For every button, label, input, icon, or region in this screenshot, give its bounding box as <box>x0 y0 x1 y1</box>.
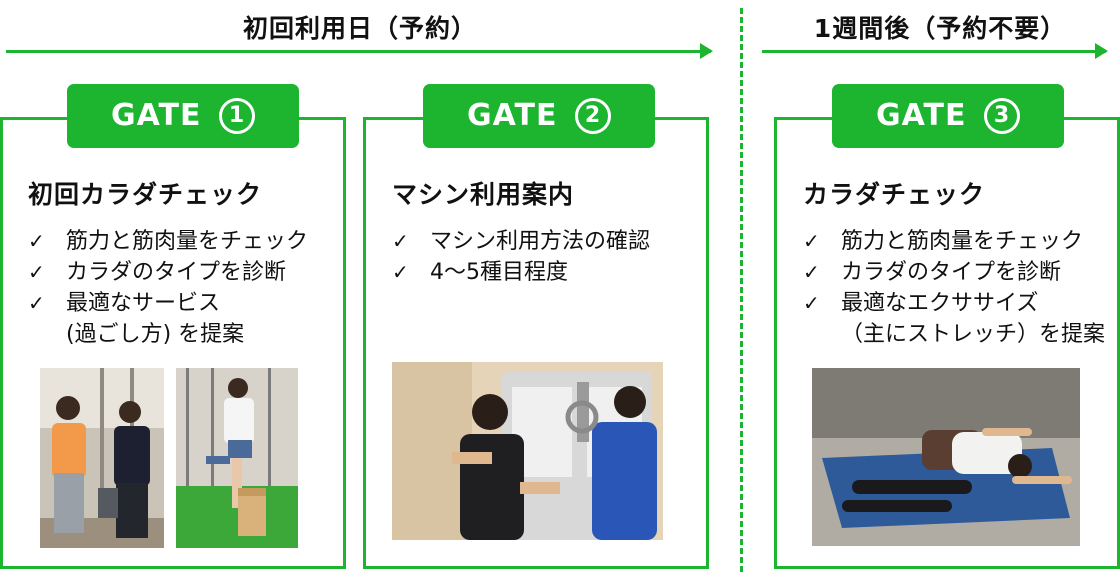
checklist-item-text: カラダのタイプを診断 <box>66 260 287 285</box>
header-first-visit: 初回利用日（予約） <box>242 14 477 43</box>
gate-1-badge: GATE 1 <box>67 84 299 148</box>
checklist-item-text: 4～5種目程度 <box>430 260 568 285</box>
checklist-item: ✓ マシン利用方法の確認 <box>392 226 650 257</box>
checklist-item-text: 最適なエクササイズ <box>841 291 1039 316</box>
checklist-item: ✓ 最適なサービス <box>28 288 308 319</box>
gate-3-checklist: ✓ 筋力と筋肉量をチェック ✓ カラダのタイプを診断 ✓ 最適なエクササイズ （主にス… <box>803 226 1105 350</box>
checklist-item-text: 最適なサービス <box>66 291 221 316</box>
photo-machine-guidance <box>392 362 663 540</box>
checklist-item: ✓ 4～5種目程度 <box>392 257 650 288</box>
checklist-item: （主にストレッチ）を提案 <box>803 319 1105 350</box>
checklist-item: ✓ 筋力と筋肉量をチェック <box>803 226 1105 257</box>
gate-3-title: カラダチェック <box>803 180 986 209</box>
gate-2-label: GATE <box>467 98 558 133</box>
checklist-item: ✓ 最適なエクササイズ <box>803 288 1105 319</box>
photo-stretching <box>812 368 1080 546</box>
arrow-one-week-later <box>762 43 1108 59</box>
check-icon: ✓ <box>28 260 45 284</box>
header-one-week-later: 1週間後（予約不要） <box>813 14 1067 43</box>
gate-2-number: 2 <box>574 98 611 134</box>
photo-consultation <box>40 368 164 548</box>
checklist-item: ✓ カラダのタイプを診断 <box>28 257 308 288</box>
gate-2-badge: GATE 2 <box>423 84 655 148</box>
gate-2-title: マシン利用案内 <box>392 180 575 209</box>
checklist-item-text: マシン利用方法の確認 <box>430 229 651 254</box>
gate-1-title: 初回カラダチェック <box>28 180 263 209</box>
checklist-item: ✓ カラダのタイプを診断 <box>803 257 1105 288</box>
dashed-divider <box>740 8 743 572</box>
checklist-item-text: 筋力と筋肉量をチェック <box>841 229 1084 254</box>
check-icon: ✓ <box>28 229 45 253</box>
checklist-item-text: カラダのタイプを診断 <box>841 260 1062 285</box>
checklist-item-text: （主にストレッチ）を提案 <box>841 322 1106 347</box>
gate-3-label: GATE <box>876 98 967 133</box>
gate-1-number: 1 <box>218 98 255 134</box>
check-icon: ✓ <box>28 291 45 315</box>
checklist-item-text: (過ごし方) を提案 <box>66 322 245 347</box>
check-icon: ✓ <box>803 260 820 284</box>
gate-3-badge: GATE 3 <box>832 84 1064 148</box>
check-icon: ✓ <box>392 260 409 284</box>
check-icon: ✓ <box>392 229 409 253</box>
check-icon: ✓ <box>803 291 820 315</box>
gate-1-checklist: ✓ 筋力と筋肉量をチェック ✓ カラダのタイプを診断 ✓ 最適なサービス (過ごし方)… <box>28 226 308 350</box>
checklist-item: (過ごし方) を提案 <box>28 319 308 350</box>
arrow-first-visit <box>6 43 713 59</box>
photo-step-test <box>176 368 298 548</box>
check-icon: ✓ <box>803 229 820 253</box>
gate-2-checklist: ✓ マシン利用方法の確認 ✓ 4～5種目程度 <box>392 226 650 288</box>
gate-3-number: 3 <box>983 98 1020 134</box>
checklist-item-text: 筋力と筋肉量をチェック <box>66 229 309 254</box>
gate-1-label: GATE <box>111 98 202 133</box>
checklist-item: ✓ 筋力と筋肉量をチェック <box>28 226 308 257</box>
